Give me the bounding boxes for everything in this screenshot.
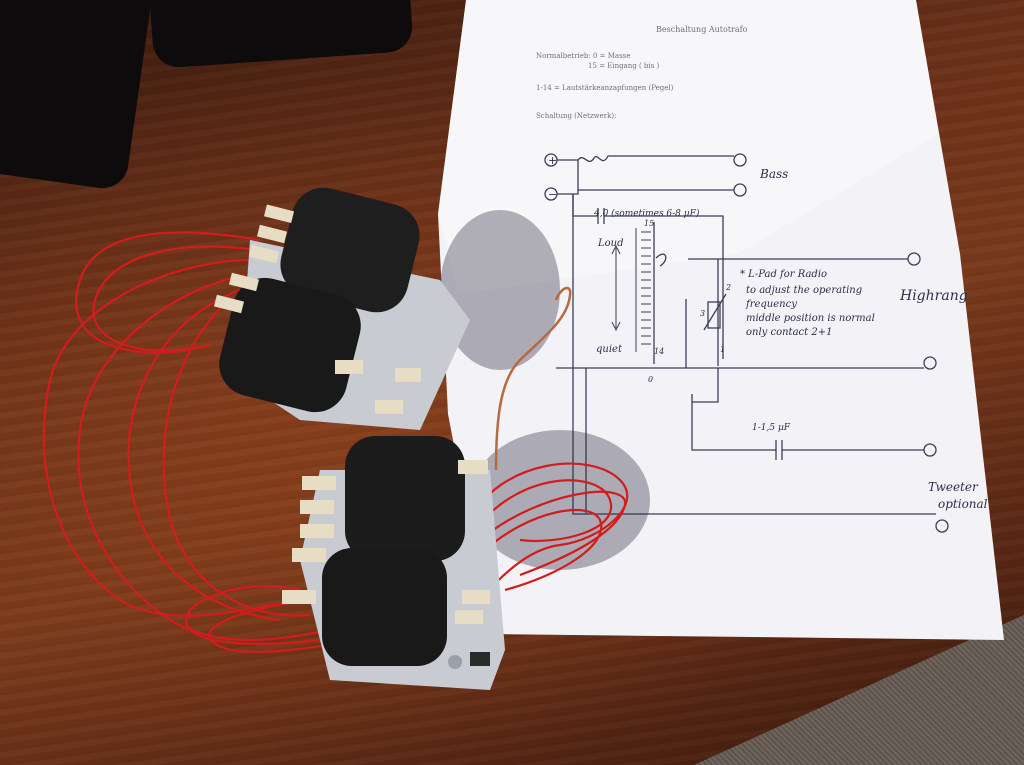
note-line5: only contact 2+1: [746, 327, 832, 338]
label-bass: Bass: [759, 167, 788, 181]
label-zero: 0: [648, 375, 653, 384]
note-line3: frequency: [745, 299, 797, 310]
label-tap-15: 15: [644, 219, 654, 228]
note-line4: middle position is normal: [746, 313, 875, 324]
note-line2: to adjust the operating: [746, 285, 862, 296]
transformer-upper: [213, 187, 470, 430]
terminal-plus-1: +: [548, 154, 557, 167]
label-quiet: quiet: [596, 344, 623, 355]
pot-label-3: 3: [700, 309, 705, 318]
label-optional: optional: [938, 497, 988, 511]
printed-line1a: Normalbetrieb: 0 = Masse: [536, 52, 630, 60]
label-tweeter: Tweeter: [928, 480, 979, 494]
transformer-lower: [282, 436, 505, 690]
printed-line1b: 15 = Eingang ( bis ): [588, 62, 659, 70]
label-cap1: 4,0 (sometimes 6-8 µF): [593, 208, 700, 219]
label-loud: Loud: [597, 238, 624, 249]
label-tap-14: 14: [654, 347, 664, 356]
printed-line2: 1-14 = Lautstärkeanzapfungen (Pegel): [536, 84, 674, 92]
printed-header: Beschaltung Autotrafo: [656, 25, 748, 34]
printed-line3: Schaltung (Netzwerk):: [536, 112, 616, 120]
note-line1: * L-Pad for Radio: [740, 269, 827, 280]
copper-wire: [494, 286, 572, 471]
pot-label-1: 1: [720, 345, 725, 354]
pot-label-2: 2: [725, 283, 731, 292]
label-cap2: 1-1,5 µF: [752, 423, 791, 433]
label-highrange: Highrang: [899, 288, 968, 304]
terminal-minus-1: −: [548, 188, 557, 201]
schematic-lines: [544, 153, 949, 533]
autotransformer-coil: [611, 228, 651, 352]
